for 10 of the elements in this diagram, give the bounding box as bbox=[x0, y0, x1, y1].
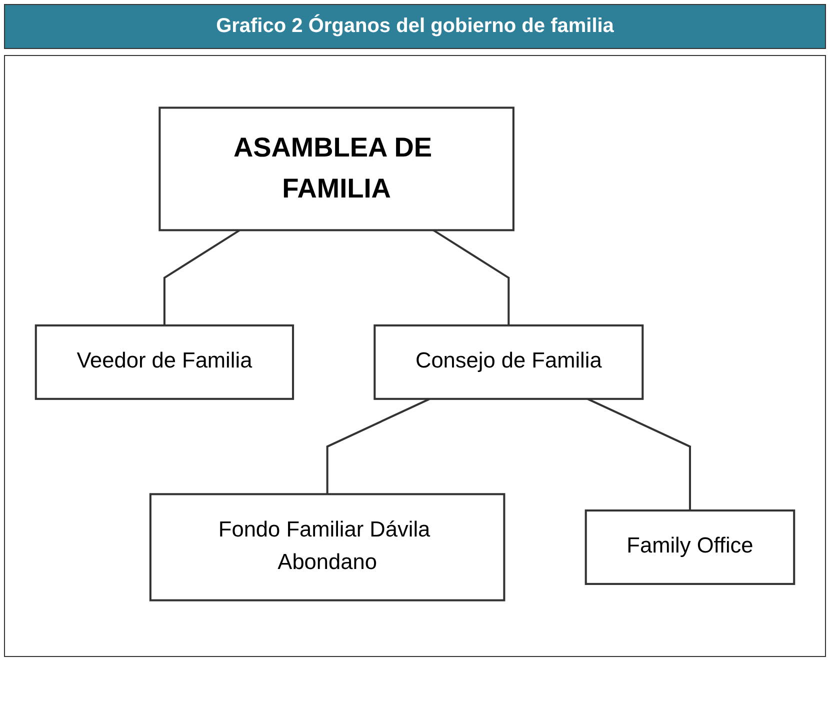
connector bbox=[326, 397, 430, 494]
title-banner: Grafico 2 Órganos del gobierno de familia bbox=[4, 4, 826, 49]
connector bbox=[432, 228, 510, 325]
connector bbox=[163, 228, 240, 325]
connector bbox=[587, 397, 691, 510]
node-box: ASAMBLEA DE FAMILIA bbox=[158, 106, 514, 231]
node-box: Veedor de Familia bbox=[34, 324, 294, 400]
node-box: Fondo Familiar Dávila Abondano bbox=[149, 492, 506, 601]
node-box: Consejo de Familia bbox=[374, 324, 644, 400]
node-box: Family Office bbox=[584, 508, 796, 584]
